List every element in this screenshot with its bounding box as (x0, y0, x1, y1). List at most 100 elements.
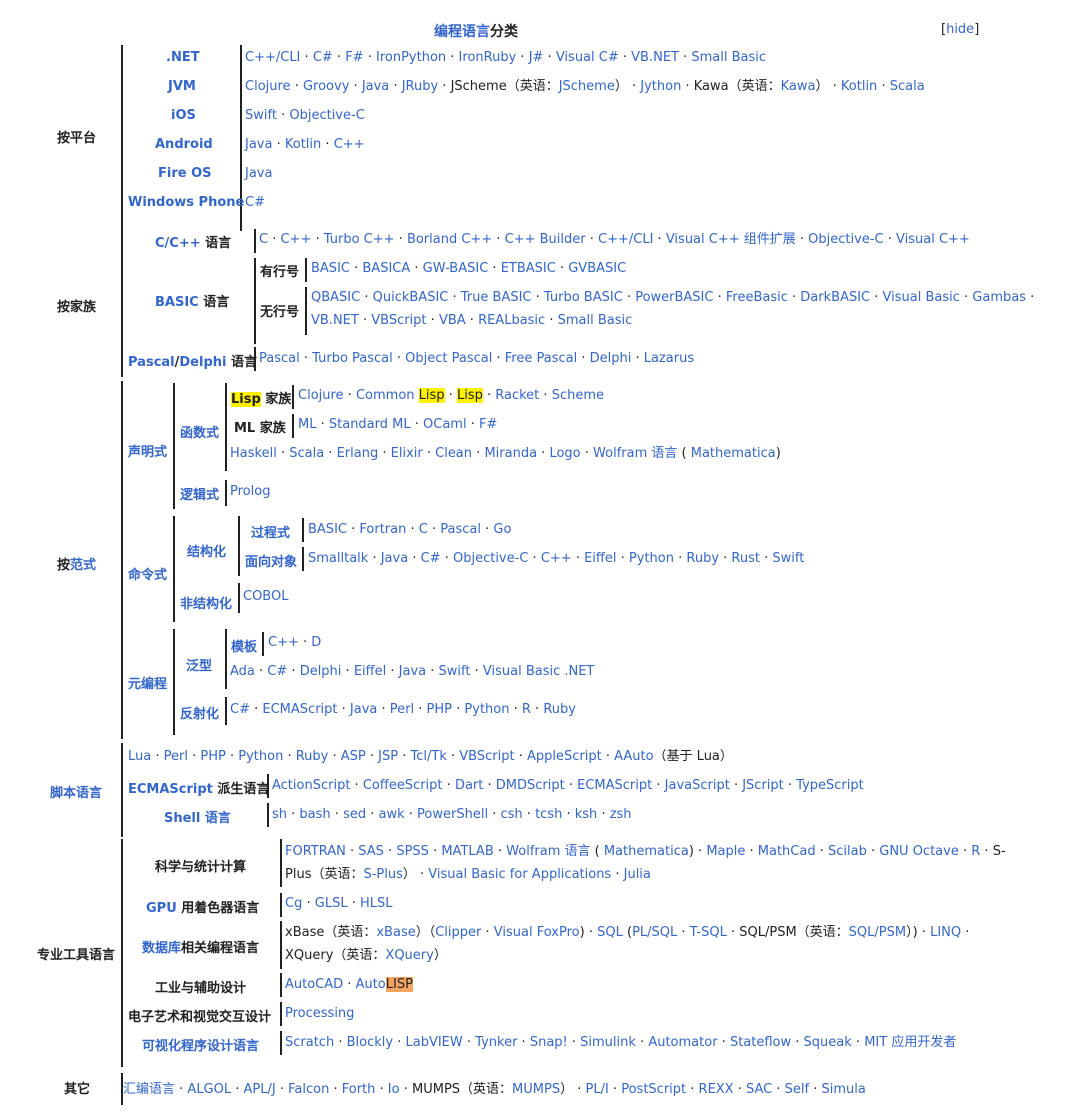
list-item-link[interactable]: APL/J (243, 1082, 276, 1097)
list-item-link[interactable]: ECMAScript (577, 778, 653, 793)
list-item-link[interactable]: Haskell (230, 446, 277, 461)
list-item-link[interactable]: Automator (648, 1035, 718, 1050)
ecma-link[interactable]: ECMAScript (128, 782, 213, 797)
list-item-link[interactable]: Wolfram 语言 (506, 844, 591, 859)
list-item-link[interactable]: QBASIC (311, 290, 361, 305)
list-item-link[interactable]: Elixir (390, 446, 423, 461)
highlighted-link[interactable]: Lisp (418, 388, 445, 403)
shell-label[interactable]: Shell 语言 (164, 811, 231, 826)
list-item-link[interactable]: BASIC (308, 522, 347, 537)
highlighted-link[interactable]: LISP (385, 977, 413, 992)
list-item-link[interactable]: Self (784, 1082, 810, 1097)
list-item-link[interactable]: Java (361, 79, 390, 94)
list-item-link[interactable]: C# (312, 50, 333, 65)
list-item-link[interactable]: Lua (128, 749, 152, 764)
list-item-link[interactable]: AutoCAD (285, 977, 344, 992)
list-item-link[interactable]: MUMPS (512, 1082, 561, 1097)
list-item-link[interactable]: Jython (640, 79, 682, 94)
list-item-link[interactable]: Java (380, 551, 409, 566)
list-item-link[interactable]: SAS (358, 844, 384, 859)
list-item-link[interactable]: C# (420, 551, 441, 566)
list-item-link[interactable]: CoffeeScript (362, 778, 443, 793)
list-item-link[interactable]: PL/SQL (632, 925, 678, 940)
list-item-link[interactable]: ECMAScript (262, 702, 338, 717)
list-item-link[interactable]: Clean (435, 446, 473, 461)
list-item-link[interactable]: R (971, 844, 981, 859)
list-item-link[interactable]: Java (245, 137, 273, 152)
basic-link[interactable]: BASIC (155, 295, 199, 310)
list-item-link[interactable]: SAC (746, 1082, 773, 1097)
list-item-link[interactable]: SQL/PSM (848, 925, 907, 940)
list-item-link[interactable]: Fortran (359, 522, 407, 537)
list-item-link[interactable]: VBScript (371, 313, 427, 328)
list-item-link[interactable]: JSP (378, 749, 399, 764)
list-item-link[interactable]: Squeak (803, 1035, 852, 1050)
list-item-link[interactable]: C# (267, 664, 288, 679)
list-item-link[interactable]: C# (245, 195, 265, 210)
list-item-link[interactable]: C (259, 232, 269, 247)
list-item-link[interactable]: Processing (285, 1006, 355, 1021)
list-item-link[interactable]: Borland C++ (406, 232, 493, 247)
list-item-link[interactable]: PL/I (585, 1082, 609, 1097)
list-item-link[interactable]: C++ (540, 551, 572, 566)
platform-label-fireos[interactable]: Fire OS (158, 166, 212, 181)
list-item-link[interactable]: JScript (742, 778, 784, 793)
list-item-link[interactable]: C++ (333, 137, 365, 152)
list-item-link[interactable]: JScheme (558, 79, 615, 94)
list-item-link[interactable]: Visual C++ 组件扩展 (665, 232, 796, 247)
list-item-link[interactable]: Turbo BASIC (543, 290, 623, 305)
paradigm-meta[interactable]: 元编程 (128, 677, 168, 692)
list-item-link[interactable]: REALbasic (478, 313, 546, 328)
list-item-link[interactable]: Tcl/Tk (410, 749, 447, 764)
list-item-link[interactable]: Swift (438, 664, 471, 679)
list-item-link[interactable]: Auto (355, 977, 386, 992)
list-item-link[interactable]: Small Basic (691, 50, 767, 65)
list-item-link[interactable]: J# (528, 50, 544, 65)
list-item-link[interactable]: Turbo Pascal (312, 351, 393, 366)
list-item-link[interactable]: JRuby (401, 79, 439, 94)
list-item-link[interactable]: Visual Basic .NET (482, 664, 595, 679)
list-item-link[interactable]: IronRuby (458, 50, 517, 65)
list-item-link[interactable]: MathCad (757, 844, 816, 859)
list-item-link[interactable]: C++/CLI (245, 50, 301, 65)
list-item-link[interactable]: Ruby (686, 551, 720, 566)
list-item-link[interactable]: Clojure (245, 79, 291, 94)
list-item-link[interactable]: MATLAB (441, 844, 494, 859)
list-item-link[interactable]: VB.NET (631, 50, 679, 65)
list-item-link[interactable]: Forth (341, 1082, 376, 1097)
list-item-link[interactable]: Ruby (543, 702, 576, 717)
db-link[interactable]: 数据库 (142, 941, 182, 956)
list-item-link[interactable]: Standard ML (328, 417, 411, 432)
list-item-link[interactable]: Swift (772, 551, 805, 566)
list-item-link[interactable]: Java (398, 664, 427, 679)
list-item-link[interactable]: GLSL (314, 896, 348, 911)
list-item-link[interactable]: QuickBASIC (372, 290, 449, 305)
list-item-link[interactable]: Visual C++ (896, 232, 970, 247)
list-item-link[interactable]: PostScript (621, 1082, 687, 1097)
paradigm-functional[interactable]: 函数式 (180, 426, 220, 441)
list-item-link[interactable]: Turbo C++ (323, 232, 395, 247)
list-item-link[interactable]: IronPython (375, 50, 447, 65)
highlighted-link[interactable]: Lisp (456, 388, 483, 403)
list-item-link[interactable]: HLSL (359, 896, 393, 911)
list-item-link[interactable]: Gambas (972, 290, 1026, 305)
list-item-link[interactable]: Delphi (589, 351, 632, 366)
list-item-link[interactable]: JavaScript (664, 778, 730, 793)
platform-label-dotnet[interactable]: .NET (166, 50, 200, 65)
list-item-link[interactable]: DMDScript (495, 778, 565, 793)
list-item-link[interactable]: Objective-C (289, 108, 365, 123)
platform-label-ios[interactable]: iOS (171, 108, 196, 123)
list-item-link[interactable]: Go (493, 522, 512, 537)
list-item-link[interactable]: ActionScript (272, 778, 351, 793)
platform-label-jvm[interactable]: JVM (168, 79, 196, 94)
list-item-link[interactable]: FORTRAN (285, 844, 346, 859)
platform-label-winphone[interactable]: Windows Phone (128, 195, 245, 210)
list-item-link[interactable]: XQuery (385, 948, 434, 963)
list-item-link[interactable]: Maple (706, 844, 746, 859)
list-item-link[interactable]: Perl (389, 702, 415, 717)
list-item-link[interactable]: C++/CLI (598, 232, 654, 247)
list-item-link[interactable]: ML (298, 417, 317, 432)
list-item-link[interactable]: Wolfram 语言 (593, 446, 678, 461)
list-item-link[interactable]: PHP (200, 749, 226, 764)
list-item-link[interactable]: VBA (438, 313, 466, 328)
